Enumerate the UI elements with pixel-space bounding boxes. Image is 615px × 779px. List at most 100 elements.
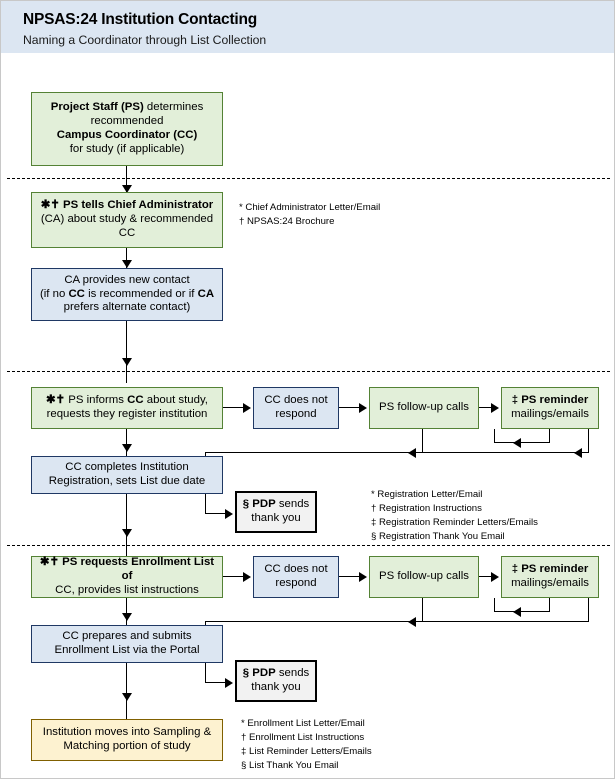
page-header: NPSAS:24 Institution Contacting Naming a… <box>1 1 614 53</box>
node-ps-reminder-mailings-2[interactable]: ‡ PS reminder mailings/emails <box>501 556 599 598</box>
connector-noresp2-to-follow2 <box>339 576 361 578</box>
ps-tells-pre: PS tells <box>59 199 108 212</box>
section-mark-icon: § <box>242 498 250 511</box>
loop2-up-left <box>494 598 496 612</box>
connector-pslist-to-ccsubmit <box>126 598 128 626</box>
pdp1-bold: PDP <box>249 498 276 511</box>
connector-ccsubmit-to-final <box>126 663 128 719</box>
followup1-label: PS follow-up calls <box>379 401 469 414</box>
noresp2-line1: CC does not <box>264 563 328 576</box>
psinform-post: about study, <box>143 394 208 407</box>
asterisk-dagger-icon: ✱✝ <box>39 556 59 569</box>
loopback1-from-reminder <box>588 429 590 453</box>
ps-line4: for study (if applicable) <box>69 142 185 155</box>
pdp1-line2: thank you <box>251 512 301 524</box>
ps-line2: recommended <box>90 115 164 128</box>
node-cc-does-not-respond-1[interactable]: CC does not respond <box>253 387 339 429</box>
arrowhead-left-loop2 <box>513 607 521 617</box>
page-title: NPSAS:24 Institution Contacting <box>23 11 258 28</box>
ca-line2-pre: (if no <box>39 287 69 300</box>
arrowhead-left-row1-a <box>408 448 416 458</box>
connector-follow1-to-remind1 <box>479 407 493 409</box>
node-ca-provides-new-contact[interactable]: CA provides new contact (if no CC is rec… <box>31 268 223 321</box>
node-cc-completes-registration[interactable]: CC completes Institution Registration, s… <box>31 456 223 494</box>
final-line2: Matching portion of study <box>63 740 191 752</box>
remind2-line1: PS reminder <box>518 563 589 576</box>
double-dagger-icon: ‡ <box>511 394 519 407</box>
section-mark-icon: § <box>242 667 250 680</box>
connector-psinform-to-ccreg <box>126 429 128 457</box>
note-item: § List Thank You Email <box>241 759 339 771</box>
ccsubmit-line2: Enrollment List via the Portal <box>54 644 200 656</box>
arrowhead-left-row1-b <box>574 448 582 458</box>
note-item: ‡ List Reminder Letters/Emails <box>241 745 372 757</box>
loop2-horizontal <box>494 611 550 613</box>
arrowhead-right-1 <box>243 403 251 413</box>
arrowhead-down-1 <box>122 185 132 193</box>
remind1-line2: mailings/emails <box>511 408 589 420</box>
connector-pslist-to-noresp2 <box>223 576 245 578</box>
ps-tells-line2: (CA) about study & recommended <box>40 213 214 226</box>
noresp2-line2: respond <box>275 577 317 589</box>
arrowhead-down-2 <box>122 260 132 268</box>
connector-ccreg-to-pdp1-v <box>205 494 207 514</box>
ca-line3: prefers alternate contact) <box>63 301 191 314</box>
connector-psinform-to-noresp1 <box>223 407 245 409</box>
connector-ccsubmit-to-pdp2-h <box>205 682 227 684</box>
node-ps-tells-chief-administrator[interactable]: ✱✝ PS tells Chief Administrator (CA) abo… <box>31 192 223 248</box>
node-ps-reminder-mailings-1[interactable]: ‡ PS reminder mailings/emails <box>501 387 599 429</box>
loop1-down-right <box>549 429 551 443</box>
ps-rest-label: determines <box>143 101 204 114</box>
note-item: † NPSAS:24 Brochure <box>239 215 335 227</box>
arrowhead-left-row2-a <box>408 617 416 627</box>
arrowhead-right-2 <box>359 403 367 413</box>
node-ps-followup-calls-1[interactable]: PS follow-up calls <box>369 387 479 429</box>
note-item: ‡ Registration Reminder Letters/Emails <box>371 516 538 528</box>
section-divider-3 <box>7 545 610 546</box>
ps-bold-label: Project Staff (PS) <box>50 101 144 114</box>
node-pdp-sends-thank-you-1[interactable]: § PDP sends thank you <box>235 491 317 533</box>
followup2-label: PS follow-up calls <box>379 570 469 583</box>
arrowhead-down-3 <box>122 358 132 366</box>
note-item: † Enrollment List Instructions <box>241 731 365 743</box>
arrowhead-right-pdp2 <box>225 678 233 688</box>
section-divider-2 <box>7 371 610 372</box>
arrowhead-right-5 <box>359 572 367 582</box>
remind2-line2: mailings/emails <box>511 577 589 589</box>
note-item: * Chief Administrator Letter/Email <box>239 202 381 213</box>
noresp1-line2: respond <box>275 408 317 420</box>
ca-ca-bold: CA <box>197 287 215 300</box>
remind1-line1: PS reminder <box>518 394 589 407</box>
node-pdp-sends-thank-you-2[interactable]: § PDP sends thank you <box>235 660 317 702</box>
connector-noresp1-to-follow1 <box>339 407 361 409</box>
node-project-staff-determines[interactable]: Project Staff (PS) determines recommende… <box>31 92 223 166</box>
node-ps-requests-enrollment-list[interactable]: ✱✝ PS requests Enrollment List of CC, pr… <box>31 556 223 598</box>
ccreg-line2: Registration, sets List due date <box>48 475 206 487</box>
arrowhead-right-3 <box>491 403 499 413</box>
arrowhead-right-pdp1 <box>225 509 233 519</box>
final-line1: Institution moves into Sampling & <box>42 726 212 739</box>
note-item: § Registration Thank You Email <box>371 530 505 542</box>
noresp1-line1: CC does not <box>264 394 328 407</box>
page-subtitle: Naming a Coordinator through List Collec… <box>23 33 267 47</box>
node-cc-submits-enrollment-list[interactable]: CC prepares and submits Enrollment List … <box>31 625 223 663</box>
loopback1-from-followup <box>422 429 424 453</box>
chief-admin-bold: Chief Administrator <box>107 199 214 212</box>
notes-enrollment-list: * Enrollment List Letter/Email † Enrollm… <box>241 717 372 773</box>
node-cc-does-not-respond-2[interactable]: CC does not respond <box>253 556 339 598</box>
connector-follow2-to-remind2 <box>479 576 493 578</box>
node-ps-informs-cc-register[interactable]: ✱✝ PS informs CC about study, requests t… <box>31 387 223 429</box>
pdp2-line2: thank you <box>251 681 301 693</box>
connector-canew-to-psinform <box>126 321 128 383</box>
pdp2-rest: sends <box>275 667 310 680</box>
ca-line2-post: is recommended or if <box>84 287 198 300</box>
psinform-line2: requests they register institution <box>46 408 208 420</box>
asterisk-dagger-icon: ✱✝ <box>40 199 60 212</box>
psinform-pre: PS informs <box>65 394 128 407</box>
arrowhead-left-loop1 <box>513 438 521 448</box>
node-ps-followup-calls-2[interactable]: PS follow-up calls <box>369 556 479 598</box>
notes-contacting: * Chief Administrator Letter/Email † NPS… <box>239 201 380 229</box>
arrowhead-down-6 <box>122 613 132 621</box>
node-institution-moves-to-sampling[interactable]: Institution moves into Sampling & Matchi… <box>31 719 223 761</box>
